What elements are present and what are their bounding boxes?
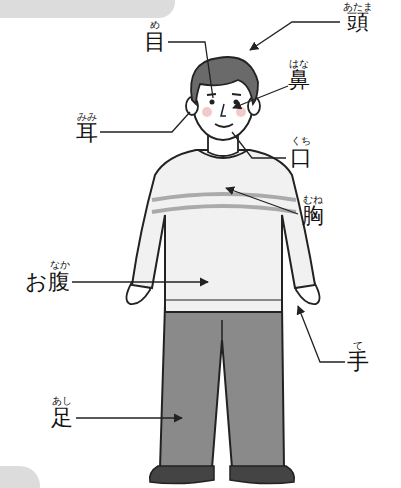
body-part-label: 鼻 (288, 69, 310, 91)
hair (191, 57, 258, 104)
body-part-label: 足 (51, 407, 73, 429)
body-part-label: 目 (144, 31, 166, 53)
furigana: て (353, 341, 363, 351)
furigana: め (150, 20, 160, 30)
furigana: あし (52, 396, 72, 406)
body-part-label: 口 (290, 147, 312, 169)
furigana: みみ (77, 112, 97, 122)
footer-tab (0, 466, 40, 488)
furigana: くち (291, 136, 311, 146)
furigana: なか (50, 260, 70, 270)
shoe (230, 466, 294, 484)
pants (160, 305, 284, 468)
shoe (150, 466, 214, 484)
sweater (132, 150, 315, 312)
body-part-label: 頭 (347, 11, 369, 33)
body-part-label: 耳 (76, 122, 98, 144)
leader-lines (72, 22, 345, 418)
body-part-label: お腹 (25, 271, 70, 293)
furigana: はな (289, 59, 309, 69)
header-tab (0, 0, 175, 18)
body-part-label: 手 (347, 351, 369, 373)
furigana: むね (303, 195, 323, 205)
body-part-label: 胸 (302, 205, 324, 227)
